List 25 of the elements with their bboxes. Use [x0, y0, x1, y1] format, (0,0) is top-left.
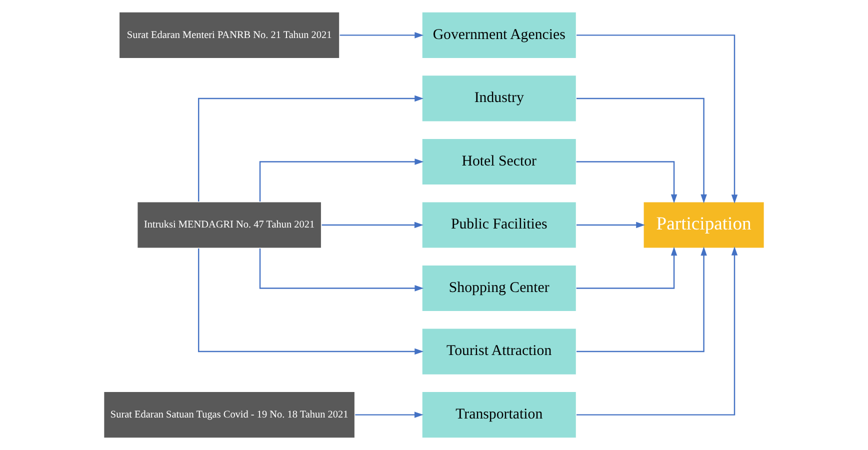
node-box: Tourist Attraction — [421, 328, 577, 376]
node-box: Public Facilities — [421, 201, 577, 249]
arrow — [198, 248, 424, 355]
arrow — [576, 246, 738, 416]
arrow — [576, 34, 738, 204]
node-box: Surat Edaran Satuan Tugas Covid - 19 No. 18 Tahun 2021 — [103, 391, 356, 439]
arrow — [259, 158, 424, 202]
arrow — [576, 246, 707, 352]
arrow — [259, 248, 424, 292]
node-box: Government Agencies — [421, 11, 577, 59]
node-box: Shopping Center — [421, 264, 577, 312]
arrow — [355, 412, 424, 418]
node-box: Participation — [642, 201, 765, 249]
node-box: Hotel Sector — [421, 138, 577, 186]
node-box: Industry — [421, 74, 577, 122]
arrow — [198, 95, 424, 202]
arrow — [576, 161, 678, 204]
arrow — [340, 32, 424, 38]
arrow — [576, 246, 678, 289]
arrow — [576, 98, 707, 204]
node-box: Transportation — [421, 391, 577, 439]
node-box: Surat Edaran Menteri PANRB No. 21 Tahun 2021 — [118, 11, 340, 59]
arrow — [322, 222, 424, 228]
node-box: Intruksi MENDAGRI No. 47 Tahun 2021 — [136, 201, 322, 249]
arrow — [576, 222, 646, 228]
